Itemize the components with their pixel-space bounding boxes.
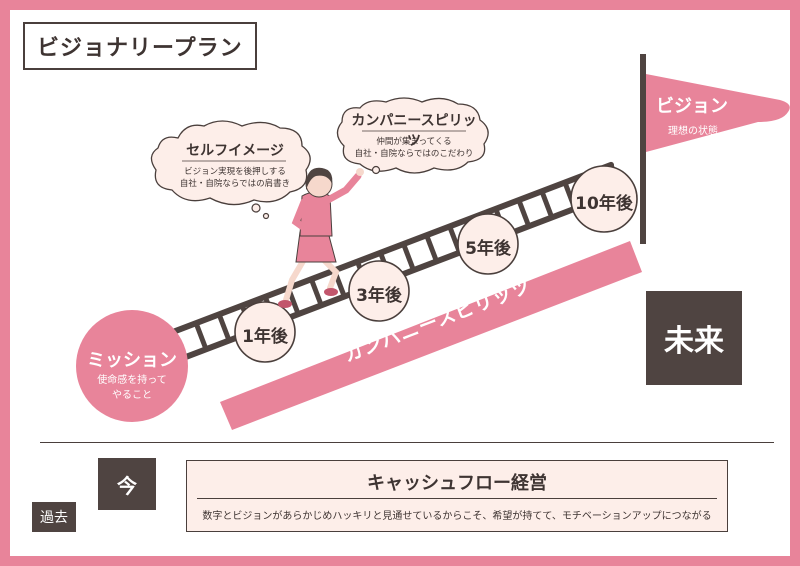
company-spirits-line2: 自社・自院ならではのこだわり [354, 149, 474, 159]
company-spirits-line1: 仲間が集まってくる [376, 137, 452, 147]
ladder-rung [539, 190, 555, 219]
ladder-rung [193, 322, 209, 351]
future-label: 未来 [646, 291, 742, 385]
mission-title: ミッション [87, 350, 177, 371]
vision-subtitle: 理想の状態 [668, 126, 718, 137]
vision-title: ビジョン [656, 96, 728, 117]
cashflow-divider [197, 498, 717, 499]
milestone-circles [234, 165, 638, 363]
self-image-bubble [150, 120, 311, 220]
milestone-circle-1 [234, 301, 296, 363]
self-image-title: セルフイメージ [186, 143, 284, 159]
flag-pole [640, 54, 646, 244]
milestone-label-10: 10年後 [575, 194, 633, 214]
cashflow-title: キャッシュフロー経営 [367, 473, 547, 494]
milestone-circle-10 [570, 165, 638, 233]
past-label: 過去 [32, 502, 76, 532]
self-image-line2: 自社・自院ならではの肩書き [179, 179, 291, 189]
ladder-rung [424, 234, 439, 263]
mission-subtitle-line2: やること [112, 390, 152, 401]
milestone-circle-5 [457, 213, 519, 275]
self-image-line1: ビジョン実現を後押しする [184, 167, 286, 177]
ladder-rung [401, 243, 416, 272]
page-title: ビジョナリープラン [23, 22, 257, 70]
diagram-graphics [76, 54, 790, 430]
mission-circle [76, 310, 188, 422]
ladder-rung [216, 313, 232, 342]
businesswoman-illustration [278, 167, 364, 308]
company-spirits-banner [220, 241, 642, 430]
flag-cloth [646, 74, 790, 152]
timeline-divider [40, 442, 774, 443]
ladder-rung [516, 199, 532, 228]
company-spirits-bubble [336, 97, 489, 175]
vision-flag [640, 54, 790, 244]
milestone-label-1: 1年後 [242, 327, 288, 347]
milestone-circle-3 [348, 260, 410, 322]
milestone-label-5: 5年後 [465, 239, 511, 259]
cashflow-description: 数字とビジョンがあらかじめハッキリと見通せているからこそ、希望が持てて、モチベー… [202, 511, 712, 522]
milestone-label-3: 3年後 [356, 286, 402, 306]
ladder-rail-1 [170, 161, 615, 335]
ladder-rung [308, 278, 324, 307]
mission-subtitle-line1: 使命感を持って [97, 375, 167, 386]
now-label: 今 [98, 458, 156, 510]
company-spirits-title: カンパニースピリッツ [351, 113, 477, 149]
cashflow-box: キャッシュフロー経営 数字とビジョンがあらかじめハッキリと見通せているからこそ、… [186, 460, 728, 532]
